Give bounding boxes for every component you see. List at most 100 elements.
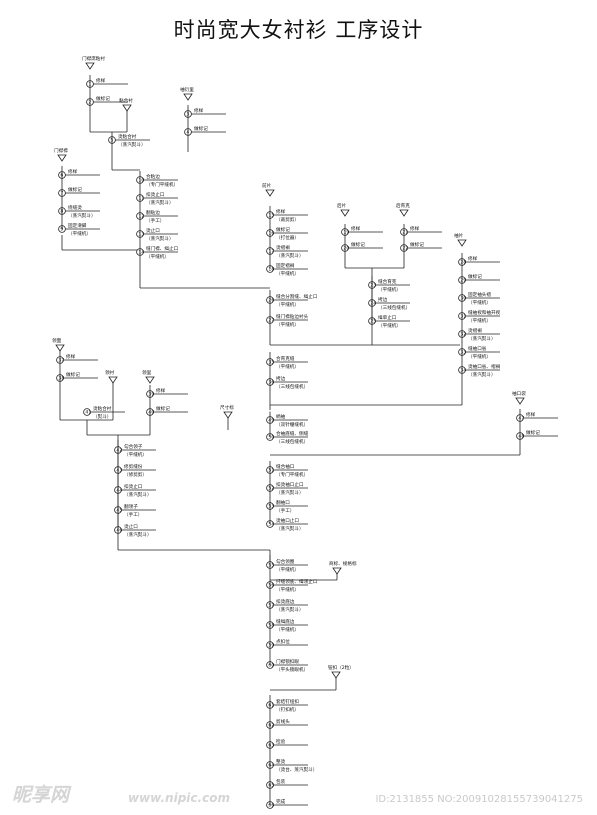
operation-label: 修剪缝份	[124, 463, 143, 470]
operation-number: 46	[116, 528, 122, 534]
operation-label: 做标记	[68, 186, 82, 193]
operation-label: 扣烫止口	[124, 483, 143, 490]
operation-sublabel: （平缝机）	[276, 626, 299, 633]
operation-number: 11	[138, 196, 144, 202]
operation-label: 修样	[68, 168, 78, 175]
operation-label: 修样	[66, 353, 76, 360]
part-label: 粘合衬	[119, 97, 133, 104]
operation-label: 检验	[276, 738, 286, 745]
watermark-url: www.nipic.com	[128, 791, 230, 805]
operation-number: 61	[268, 703, 274, 709]
operation-number: 51	[268, 468, 274, 474]
operation-label: 完成	[276, 798, 286, 805]
operation-sublabel: （双针绷缝机）	[276, 421, 308, 428]
part-triangle-icon	[55, 344, 65, 352]
page-title: 时尚宽大女衬衫 工序设计	[173, 18, 424, 42]
operation-sublabel: （平头锁眼机）	[276, 666, 308, 673]
operation-label: 绱袖	[276, 413, 286, 420]
operation-number: 36	[268, 380, 274, 386]
operation-sublabel: （钉扣机）	[276, 706, 299, 713]
operation-label: 烫褶裥	[276, 244, 290, 251]
watermark-logo: 昵享网	[12, 784, 70, 806]
operation-sublabel: （手工）	[124, 511, 142, 518]
operation-sublabel: （平缝机）	[468, 299, 491, 306]
operation-label: 翻领子	[124, 503, 138, 510]
operation-label: 烫袖口省、褶裥	[468, 363, 501, 370]
operation-number: 52	[268, 486, 274, 492]
operation-sublabel: （平缝机）	[68, 230, 91, 237]
operation-number: 30	[460, 296, 466, 302]
operation-number: 16	[268, 231, 274, 237]
part-label: 袖口袋	[512, 390, 526, 397]
operation-number: 41	[85, 410, 91, 416]
part-label: 领面	[52, 337, 62, 344]
operation-number: 60	[268, 663, 274, 669]
operation-number: 38	[58, 376, 64, 382]
operation-label: 修样	[410, 225, 420, 232]
operation-label: 烫止口	[146, 227, 160, 234]
operation-label: 做标记	[156, 405, 170, 412]
operation-sublabel: （手工）	[276, 507, 294, 514]
operation-number: 17	[268, 249, 274, 255]
operation-label: 做标记	[276, 226, 290, 233]
operation-label: 缝合分割缝、缉止口	[276, 293, 318, 300]
operation-label: 勾合领圈	[276, 558, 295, 565]
operation-label: 烫袖口止口	[276, 517, 299, 524]
operation-label: 缝门襟、缉止口	[146, 245, 179, 252]
part-triangle-icon	[57, 154, 67, 162]
operation-label: 勾合领子	[124, 443, 143, 450]
operation-sublabel: （蒸汽熨斗）	[468, 371, 496, 378]
operation-sublabel: （蒸汽熨斗）	[118, 141, 146, 148]
operation-label: 扣烫止口	[146, 191, 165, 198]
operation-label: 修样	[351, 225, 361, 232]
part-label: 商标、规格标	[329, 560, 357, 567]
operation-sublabel: （平缝机）	[276, 301, 299, 308]
part-label: 前片	[262, 182, 272, 189]
operation-sublabel: （修剪剪）	[124, 471, 147, 478]
operation-number: 64	[268, 763, 274, 769]
part-triangle-icon	[85, 62, 95, 70]
operation-label: 烫粘合衬	[118, 133, 137, 140]
operation-number: 65	[268, 783, 274, 789]
operation-number: 37	[58, 358, 64, 364]
operation-sublabel: （平缝机）	[124, 451, 147, 458]
operation-label: 修样	[468, 255, 478, 262]
operation-number: 20	[343, 246, 349, 252]
operation-sublabel: （三线包缝机）	[276, 383, 308, 390]
operation-label: 合袖底缝、侧缝	[276, 430, 309, 437]
image-id: ID:2131855 NO:20091028155739041275	[375, 794, 583, 805]
operation-sublabel: （平缝机）	[468, 353, 491, 360]
operation-sublabel: （平缝机）	[276, 566, 299, 573]
part-label: 领衬	[105, 369, 115, 376]
operation-label: 缉单止口	[378, 314, 397, 321]
operation-label: 扦缝领底、缉领止口	[276, 578, 318, 585]
operation-label: 扣烫袖口止口	[276, 481, 304, 488]
operation-sublabel: （蒸汽熨斗）	[276, 252, 304, 259]
operation-sublabel: （手工）	[146, 217, 164, 224]
operation-number: 63	[268, 743, 274, 749]
operation-number: 53	[268, 504, 274, 510]
operation-sublabel: （蒸汽熨斗）	[276, 525, 304, 532]
operation-label: 固定褶裥	[276, 262, 295, 269]
operation-label: 烫粘合衬	[93, 405, 112, 412]
operation-label: 修样	[526, 411, 536, 418]
part-triangle-icon	[340, 209, 350, 217]
operation-sublabel: （蒸汽熨斗）	[124, 531, 152, 538]
operation-label: 烫止口	[124, 523, 138, 530]
operation-number: 44	[116, 488, 122, 494]
operation-number: 42	[116, 448, 122, 454]
operation-sublabel: （蒸汽熨斗）	[146, 235, 174, 242]
operation-number: 18	[268, 267, 274, 273]
operation-number: 9	[60, 227, 63, 233]
operation-sublabel: （专门平缝机）	[146, 181, 178, 188]
operation-label: 做标记	[468, 273, 482, 280]
part-triangle-icon	[332, 567, 342, 575]
operation-number: 22	[402, 246, 408, 252]
operation-sublabel: （熨斗）	[93, 413, 111, 420]
part-triangle-icon	[331, 671, 341, 679]
operation-sublabel: （平缝机）	[146, 253, 169, 260]
operation-sublabel: （烫台、蒸汽熨斗）	[276, 766, 317, 773]
operation-number: 14	[138, 250, 144, 256]
part-triangle-icon	[515, 397, 525, 405]
operation-label: 门襟锁扣眼	[276, 658, 299, 665]
